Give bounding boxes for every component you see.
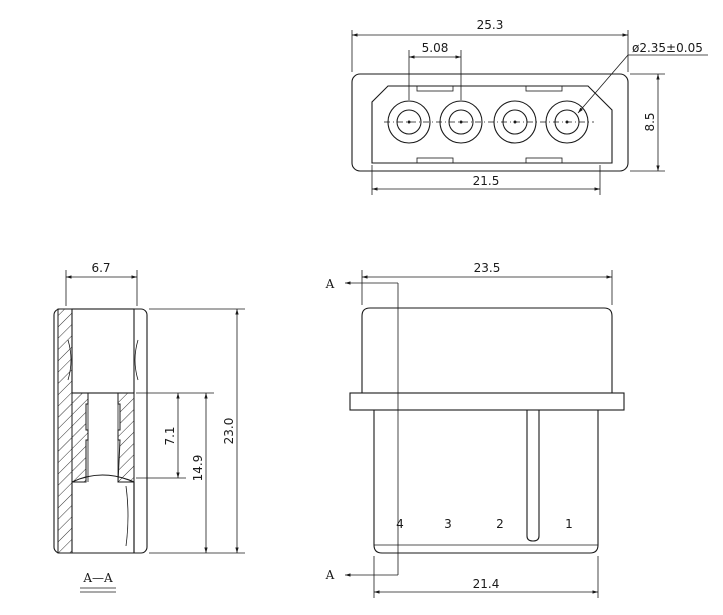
dim-overall-height: 23.0 bbox=[222, 418, 236, 445]
pin-number-label: 2 bbox=[496, 517, 504, 531]
dim-inner-width: 21.5 bbox=[473, 174, 500, 188]
dim-hole-diameter: ø2.35±0.05 bbox=[632, 41, 703, 55]
top-view-keyed-cavity bbox=[371, 85, 613, 164]
dim-section-width: 6.7 bbox=[91, 261, 110, 275]
leader-line bbox=[577, 54, 629, 114]
section-center-hatch bbox=[71, 392, 89, 483]
section-lower-socket bbox=[71, 474, 135, 553]
section-wall-curve bbox=[125, 485, 129, 547]
pin-1-contact bbox=[526, 410, 540, 542]
dim-depth-upper: 7.1 bbox=[163, 426, 177, 445]
section-left-wall-hatch bbox=[57, 308, 73, 554]
bottom-latch-tab bbox=[416, 157, 454, 164]
section-label: A—A bbox=[82, 571, 113, 585]
bottom-latch-tab bbox=[525, 157, 563, 164]
dim-height: 8.5 bbox=[643, 112, 657, 131]
pin-number-label: 3 bbox=[444, 517, 452, 531]
section-upper-socket bbox=[71, 308, 135, 394]
front-top-housing bbox=[361, 307, 613, 393]
section-view: 6.7 23.0 14.9 7.1 A—A bbox=[53, 261, 245, 593]
top-latch-tab bbox=[525, 85, 563, 92]
pin-number-label: 4 bbox=[396, 517, 404, 531]
front-lower-body bbox=[373, 410, 599, 554]
section-marker-bottom: A bbox=[325, 568, 335, 582]
section-wall-curve bbox=[134, 339, 139, 381]
top-latch-tab bbox=[416, 85, 454, 92]
dim-pin-pitch: 5.08 bbox=[422, 41, 449, 55]
pin-number-label: 1 bbox=[565, 517, 573, 531]
top-view-outer-body bbox=[351, 73, 629, 172]
front-flange bbox=[349, 392, 625, 411]
front-view: 4 3 2 1 A A 23.5 21.4 bbox=[325, 261, 625, 598]
dim-bottom-width: 21.4 bbox=[473, 577, 500, 591]
dim-depth-lower: 14.9 bbox=[191, 455, 205, 482]
dim-front-width: 23.5 bbox=[474, 261, 501, 275]
section-center-hatch-right bbox=[117, 392, 135, 483]
section-wall-curve bbox=[67, 339, 72, 381]
section-marker-top: A bbox=[325, 277, 335, 291]
dim-overall-width: 25.3 bbox=[477, 18, 504, 32]
top-view: 25.3 5.08 ø2.35±0.05 8.5 21.5 bbox=[351, 18, 708, 195]
